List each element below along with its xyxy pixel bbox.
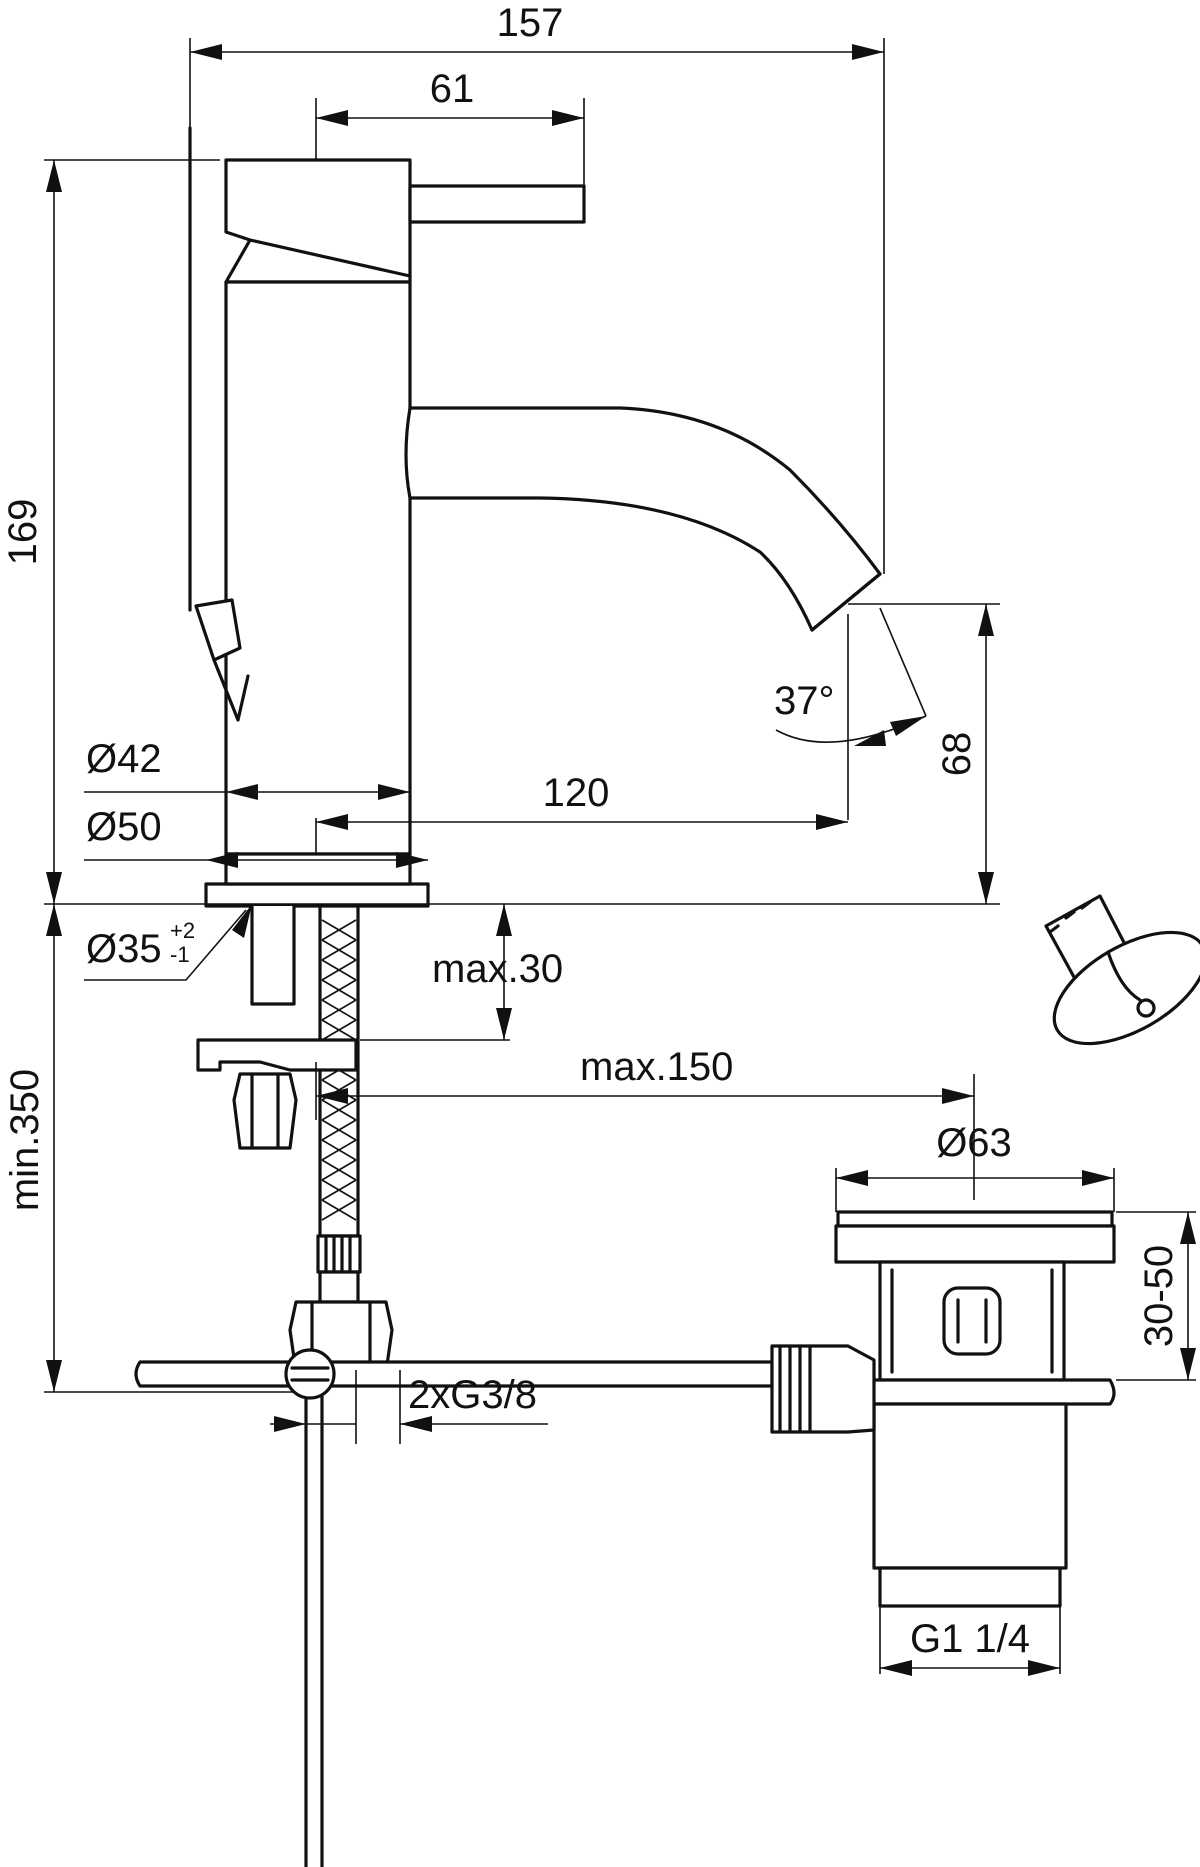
mounting-hardware xyxy=(134,904,774,1867)
label-waste-height: 30-50 xyxy=(1137,1245,1181,1347)
label-waste-diameter: Ø63 xyxy=(936,1121,1012,1165)
label-spout-reach: 120 xyxy=(543,771,610,815)
label-body-diameter: Ø42 xyxy=(86,737,162,781)
label-hole-tol-minus: -1 xyxy=(170,942,190,967)
aerator-key xyxy=(1044,894,1200,1046)
label-height: 169 xyxy=(1,499,45,566)
dimension-labels: 157 61 169 Ø42 120 Ø50 37° 68 Ø35 +2 -1 … xyxy=(1,1,1181,1661)
label-waste-thread: G1 1/4 xyxy=(910,1617,1030,1661)
pop-up-waste xyxy=(770,1210,1116,1608)
label-hole-tol-plus: +2 xyxy=(170,918,195,943)
label-min-hose: min.350 xyxy=(3,1069,47,1211)
faucet-body xyxy=(188,126,882,908)
label-hole-diameter: Ø35 xyxy=(86,927,162,971)
label-total-width: 157 xyxy=(497,1,564,45)
label-connections: 2xG3/8 xyxy=(408,1373,537,1417)
label-spout-height: 68 xyxy=(935,732,979,777)
dimension-lines xyxy=(44,38,1196,1676)
label-base-diameter: Ø50 xyxy=(86,805,162,849)
label-angle: 37° xyxy=(774,679,835,723)
label-max-deck: max.30 xyxy=(432,947,563,991)
label-max-rod: max.150 xyxy=(580,1045,733,1089)
label-lever-length: 61 xyxy=(430,67,475,111)
